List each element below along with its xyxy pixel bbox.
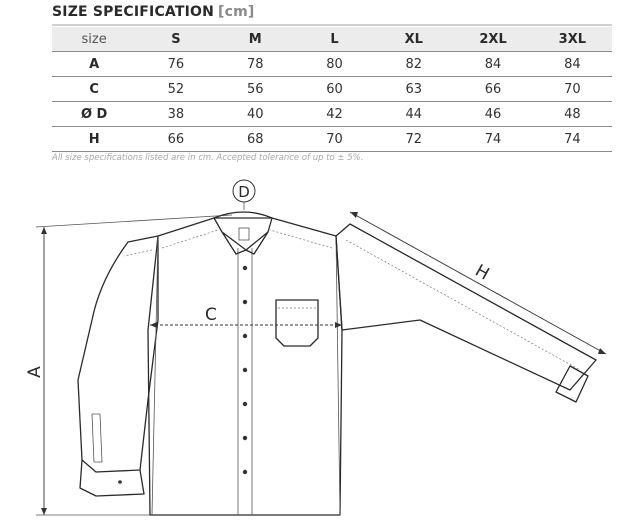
table-cell: 68 <box>215 126 295 152</box>
table-cell: 63 <box>374 76 454 102</box>
header-3xl: 3XL <box>532 27 612 52</box>
table-row-h: H 66 68 70 72 74 74 <box>52 126 612 152</box>
dimension-h: H <box>349 211 607 355</box>
button <box>242 401 248 407</box>
button <box>242 333 248 339</box>
table-row-d: Ø D 38 40 42 44 46 48 <box>52 101 612 127</box>
table-cell: 66 <box>136 126 216 152</box>
row-label: A <box>52 51 137 77</box>
table-cell: 74 <box>453 126 533 152</box>
table-cell: 70 <box>532 76 612 102</box>
button <box>242 367 248 373</box>
table-cell: 44 <box>374 101 454 127</box>
table-row-a: A 76 78 80 82 84 84 <box>52 51 612 77</box>
title-text: SIZE SPECIFICATION <box>52 4 215 20</box>
page-title: SIZE SPECIFICATION[cm] <box>52 4 255 20</box>
button <box>242 435 248 441</box>
size-table: size S M L XL 2XL 3XL A 76 78 80 82 84 8… <box>52 27 612 152</box>
header-s: S <box>136 27 216 52</box>
label-d: D <box>238 183 250 201</box>
table-cell: 84 <box>532 51 612 77</box>
header-size: size <box>52 27 137 52</box>
tolerance-note: All size specifications listed are in cm… <box>52 153 364 163</box>
table-cell: 84 <box>453 51 533 77</box>
dimension-c: C <box>150 305 342 328</box>
table-cell: 60 <box>294 76 375 102</box>
table-cell: 78 <box>215 51 295 77</box>
table-cell: 42 <box>294 101 375 127</box>
title-divider <box>52 24 612 26</box>
header-2xl: 2XL <box>453 27 533 52</box>
table-cell: 74 <box>532 126 612 152</box>
row-label: H <box>52 126 137 152</box>
size-header-row: size S M L XL 2XL 3XL <box>52 27 612 52</box>
shirt-diagram: A <box>25 179 607 516</box>
table-cell: 82 <box>374 51 454 77</box>
button <box>242 469 248 475</box>
dimension-d: D <box>232 179 256 210</box>
left-sleeve <box>77 235 159 497</box>
table-cell: 52 <box>136 76 216 102</box>
collar <box>213 211 273 255</box>
chest-pocket <box>275 299 319 347</box>
table-cell: 76 <box>136 51 216 77</box>
row-label: C <box>52 76 137 102</box>
table-cell: 70 <box>294 126 375 152</box>
table-cell: 56 <box>215 76 295 102</box>
label-a: A <box>25 366 45 378</box>
header-xl: XL <box>374 27 454 52</box>
table-cell: 46 <box>453 101 533 127</box>
table-cell: 40 <box>215 101 295 127</box>
table-cell: 80 <box>294 51 375 77</box>
label-c: C <box>205 305 217 325</box>
button <box>242 299 248 305</box>
table-cell: 38 <box>136 101 216 127</box>
table-row-c: C 52 56 60 63 66 70 <box>52 76 612 102</box>
button <box>242 265 248 271</box>
right-sleeve <box>335 223 597 403</box>
dimension-a: A <box>25 214 233 516</box>
row-label: Ø D <box>52 101 137 127</box>
title-unit: [cm] <box>218 4 255 20</box>
table-cell: 72 <box>374 126 454 152</box>
shirt-body <box>147 217 343 516</box>
table-cell: 66 <box>453 76 533 102</box>
table-cell: 48 <box>532 101 612 127</box>
header-l: L <box>294 27 375 52</box>
header-m: M <box>215 27 295 52</box>
